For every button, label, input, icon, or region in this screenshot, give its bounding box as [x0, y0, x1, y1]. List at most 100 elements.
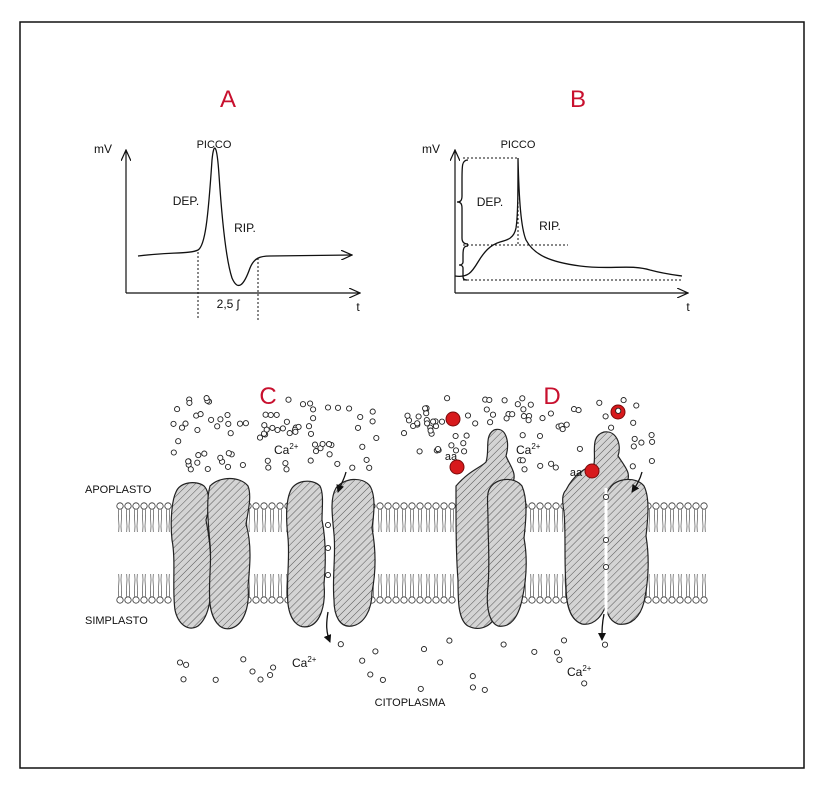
b-depol-label: DEP.: [477, 195, 503, 209]
calcium-ion: [560, 637, 568, 644]
lipid-tail: [532, 573, 535, 598]
lipid-tail: [556, 508, 559, 533]
lipid-head: [416, 502, 424, 510]
lipid-tail: [157, 508, 160, 533]
calcium-ion: [486, 396, 493, 404]
calcium-ion: [292, 428, 299, 435]
a-ylabel: mV: [94, 142, 112, 156]
lipid-tail: [168, 508, 171, 533]
calcium-ion: [334, 404, 342, 411]
lipid-tail: [553, 508, 556, 533]
calcium-ion: [648, 431, 655, 439]
calcium-ion: [434, 445, 442, 453]
calcium-ion: [349, 464, 356, 471]
calcium-ion: [581, 680, 588, 687]
panel-a: A mV t PICCO DEP. RIP. 2,5 ʃ: [94, 86, 360, 320]
calcium-ion: [472, 420, 479, 427]
lipid-tail: [248, 508, 251, 533]
calcium-ion: [174, 406, 181, 413]
lipid-tail: [540, 573, 543, 598]
lipid-head: [676, 502, 684, 510]
calcium-ion: [359, 443, 366, 450]
lipid-tail: [452, 508, 455, 533]
lipid-tail: [165, 508, 168, 533]
calcium-ion: [225, 450, 232, 457]
lipid-head: [644, 596, 652, 604]
calcium-ion: [267, 411, 274, 419]
c-protein-left-b: [207, 477, 251, 630]
lipid-head: [124, 502, 132, 510]
lipid-head: [124, 596, 132, 604]
calcium-ion: [575, 407, 582, 414]
calcium-ion: [552, 464, 559, 471]
lipid-tail: [704, 508, 707, 533]
calcium-ion: [267, 671, 274, 679]
lipid-head: [544, 596, 552, 604]
calcium-ion: [239, 461, 246, 469]
lipid-tail: [433, 508, 436, 533]
calcium-ion: [631, 435, 638, 442]
lipid-tail: [280, 508, 283, 533]
calcium-ion: [187, 466, 194, 473]
d-protein-right-b: [604, 478, 649, 625]
calcium-ion: [519, 432, 526, 439]
lipid-tail: [133, 508, 136, 533]
lipid-head: [660, 502, 668, 510]
lipid-head: [668, 596, 676, 604]
lipid-tail: [120, 508, 123, 533]
lipid-head: [668, 502, 676, 510]
calcium-ion: [373, 434, 380, 442]
calcium-ion: [416, 448, 423, 455]
calcium-ion: [427, 427, 434, 434]
calcium-ion: [201, 450, 208, 457]
calcium-ion: [539, 415, 546, 422]
calcium-ion: [501, 397, 508, 404]
lipid-head: [156, 502, 164, 510]
b-repol-label: RIP.: [539, 219, 561, 233]
lipid-head: [132, 596, 140, 604]
lipid-tail: [388, 508, 391, 533]
lipid-tail: [128, 508, 131, 533]
d-ion-exit-arrow: [598, 613, 607, 641]
calcium-ion: [363, 456, 370, 463]
lipid-tail: [449, 573, 452, 598]
lipid-tail: [417, 573, 420, 598]
lipid-head: [448, 502, 456, 510]
lipid-head: [448, 596, 456, 604]
calcium-ion: [197, 411, 204, 418]
lipid-tail: [125, 508, 128, 533]
calcium-ion: [311, 441, 319, 448]
calcium-ion: [194, 459, 201, 466]
calcium-ion: [422, 405, 429, 412]
lipid-tail: [385, 508, 388, 533]
lipid-tail: [144, 508, 147, 533]
calcium-ion: [448, 442, 455, 449]
calcium-ion: [452, 432, 459, 440]
lipid-head: [392, 502, 400, 510]
lipid-head: [392, 596, 400, 604]
apoplast-label: APOPLASTO: [85, 484, 152, 496]
calcium-ion: [469, 673, 476, 680]
lipid-head: [424, 596, 432, 604]
a-duration-label: 2,5 ʃ: [217, 297, 241, 311]
calcium-ion: [531, 648, 538, 655]
lipid-tail: [277, 573, 280, 598]
lipid-head: [276, 502, 284, 510]
lipid-head: [692, 502, 700, 510]
a-action-potential-curve: [137, 147, 352, 287]
calcium-ion: [563, 421, 570, 428]
calcium-ion: [553, 649, 561, 656]
calcium-ion: [310, 406, 317, 413]
lipid-tail: [280, 573, 283, 598]
symplast-label: SIMPLASTO: [85, 615, 148, 627]
lipid-head: [700, 596, 708, 604]
calcium-ion: [286, 430, 293, 437]
calcium-ion: [269, 424, 276, 431]
lipid-head: [260, 596, 268, 604]
lipid-head: [400, 502, 408, 510]
a-xlabel: t: [356, 300, 360, 314]
lipid-tail: [532, 508, 535, 533]
calcium-ion: [469, 684, 476, 691]
lipid-head: [164, 502, 172, 510]
